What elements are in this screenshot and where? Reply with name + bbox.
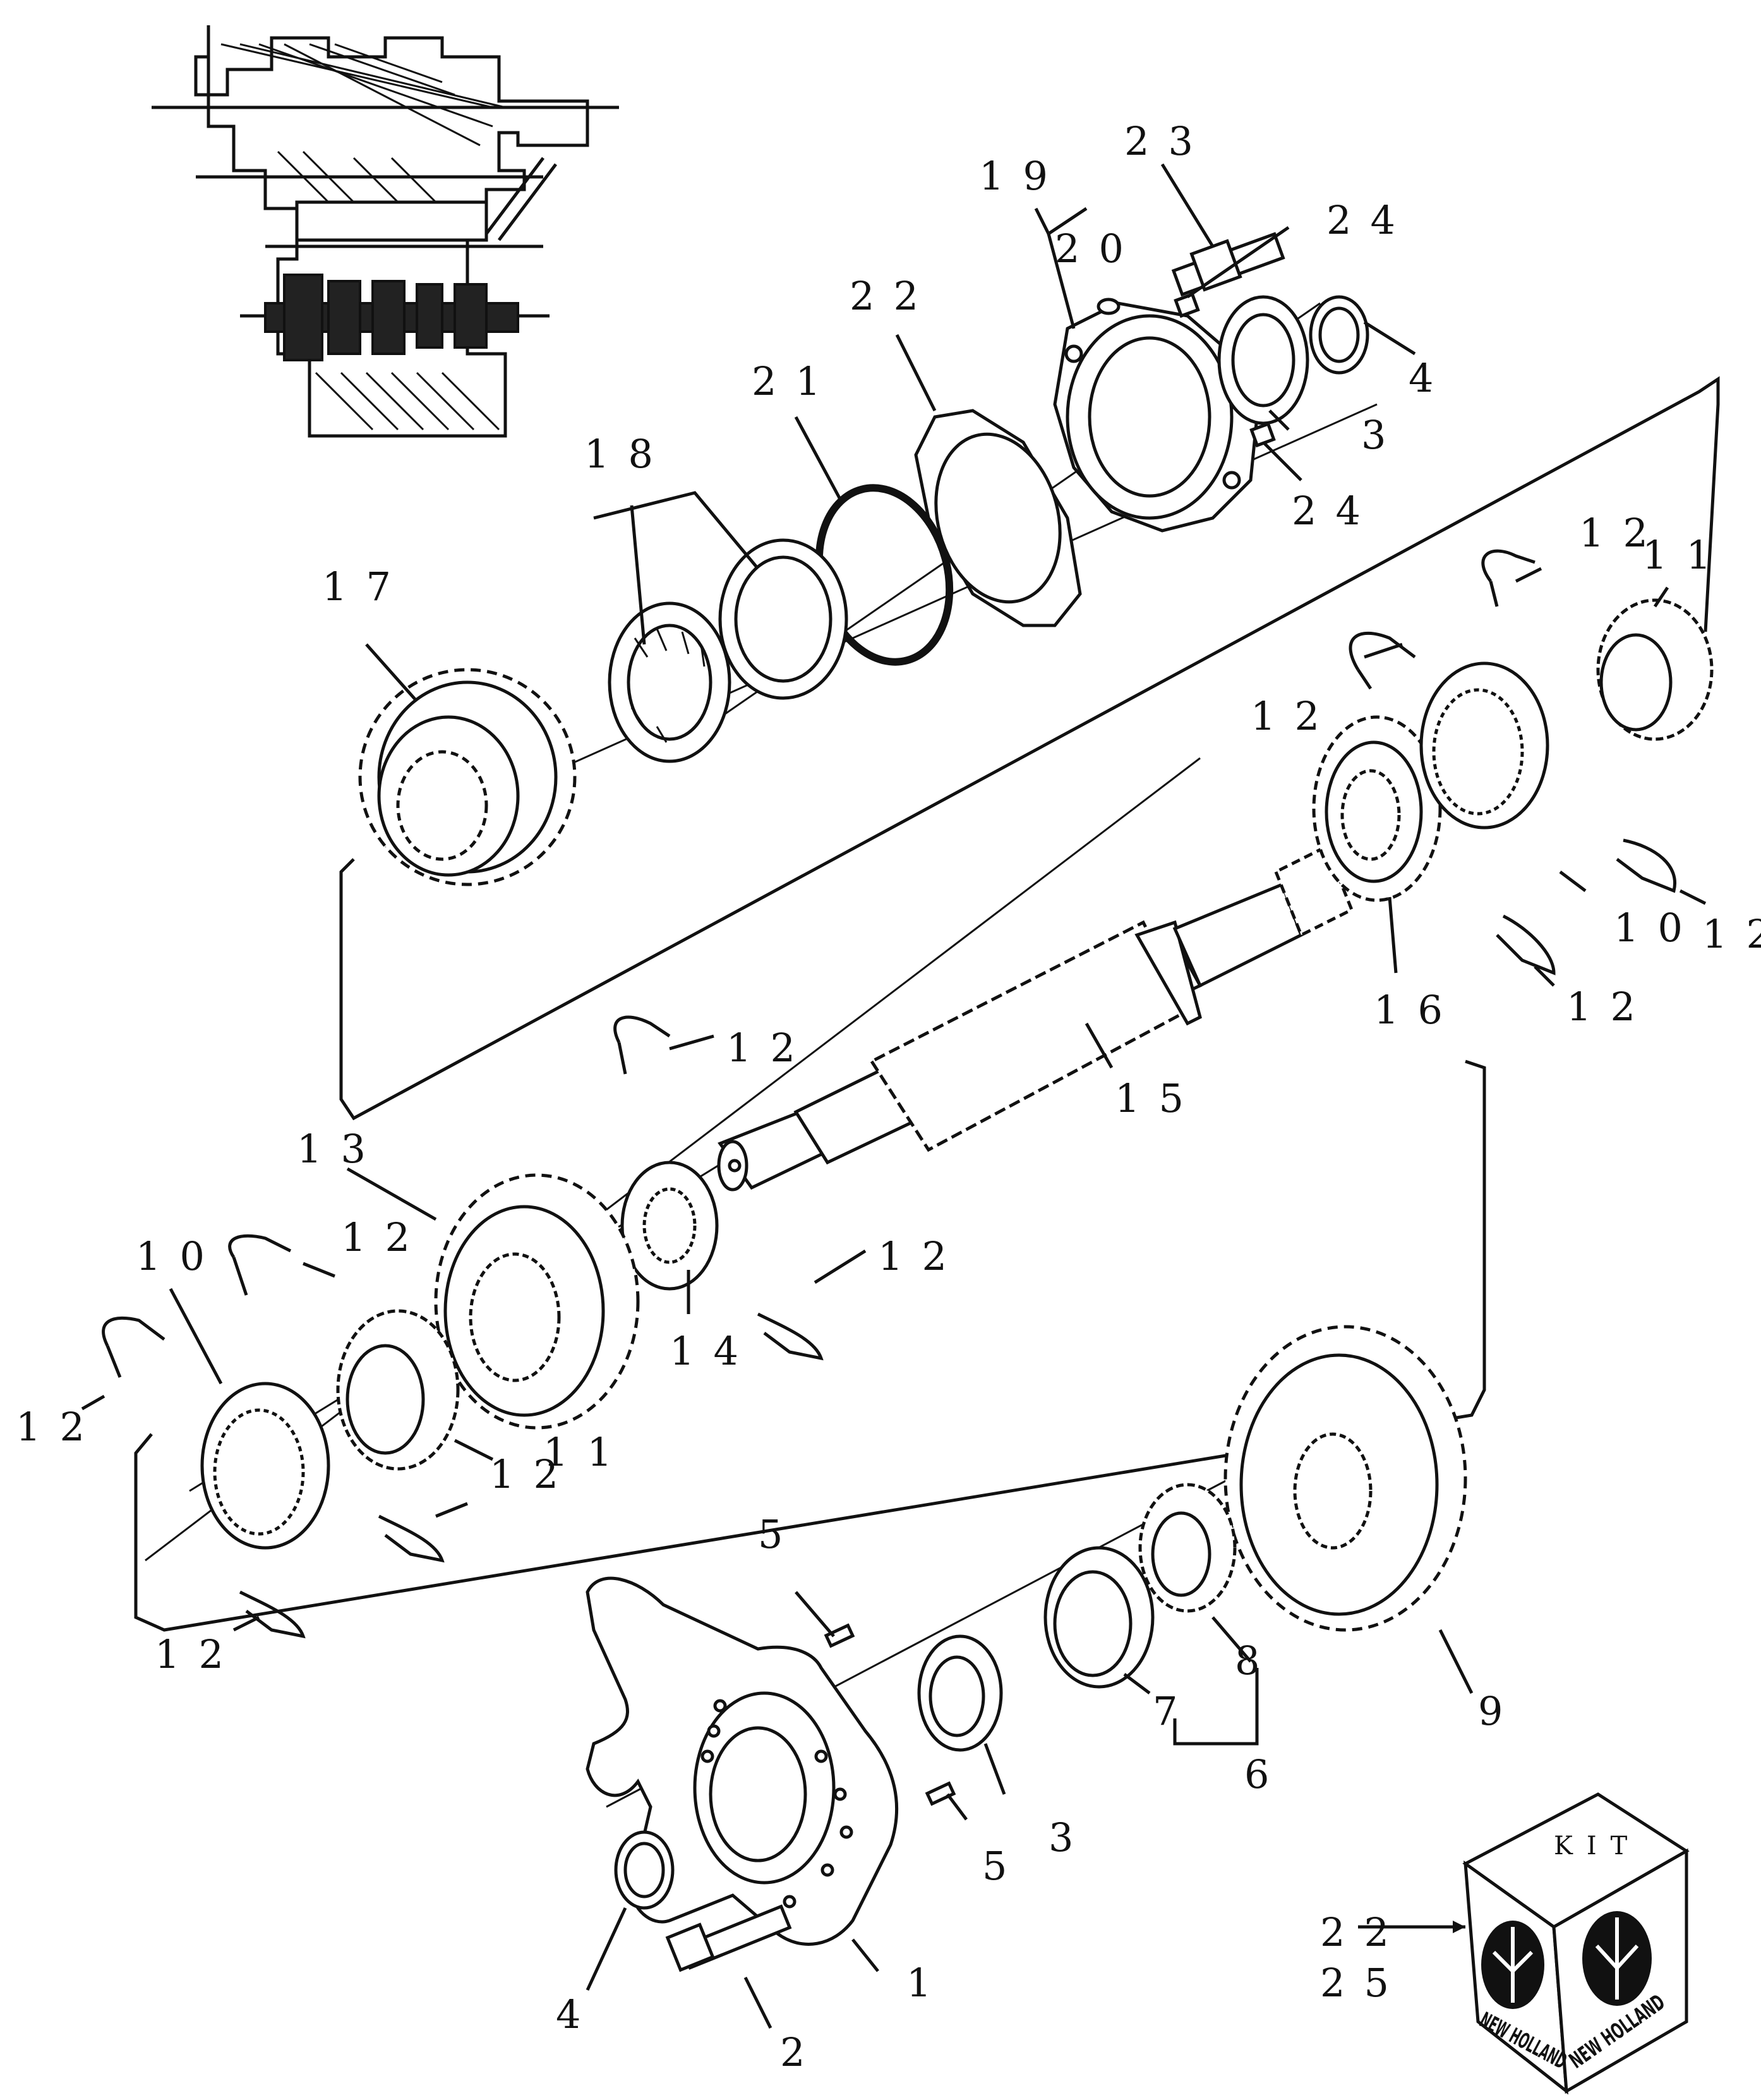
needle-bearing-11-upper (1596, 598, 1714, 741)
bearing-cover-19 (1053, 301, 1259, 533)
kit-cube: 22 25 KIT NEW HOLLAND NEW HOLLAND (1320, 1792, 1690, 2095)
callout-12-d: 12 (1566, 984, 1654, 1030)
clip-12-1 (1481, 549, 1536, 607)
main-shaft-15 (717, 844, 1354, 1192)
transmission-section-inset (152, 25, 619, 438)
needle-bearing-11-lower (336, 1309, 460, 1471)
callout-12-i: 12 (490, 1451, 577, 1497)
callout-3-upper: 3 (1361, 412, 1405, 458)
callout-12-h: 12 (16, 1404, 104, 1450)
leader-lines (81, 163, 1707, 2029)
callout-11-upper: 11 (1642, 532, 1730, 578)
seal-3-lower (917, 1634, 1003, 1752)
callout-labels: 1 2 3 3 4 4 5 5 6 7 8 9 10 10 11 11 12 1… (16, 118, 1761, 2075)
clip-12-2 (1349, 631, 1416, 690)
clip-12-7 (228, 1234, 292, 1296)
callout-14: 14 (670, 1328, 757, 1374)
gear-17 (358, 668, 577, 886)
callout-12-j: 12 (155, 1631, 243, 1677)
callout-3-lower: 3 (1049, 1814, 1092, 1861)
callout-10-lower: 10 (136, 1233, 224, 1279)
kit-arrow-head (1453, 1921, 1465, 1933)
callout-12-g: 12 (341, 1214, 429, 1260)
callout-1: 1 (906, 1960, 950, 2006)
callout-12-c: 12 (1702, 911, 1761, 957)
callout-5-lower: 5 (982, 1843, 1026, 1889)
callout-5-upper: 5 (758, 1511, 802, 1557)
callout-11-lower: 11 (543, 1429, 631, 1475)
callout-19: 19 (979, 153, 1067, 199)
callout-13: 13 (297, 1126, 385, 1172)
ring-4-lower (614, 1830, 675, 1910)
callout-22: 22 (850, 273, 937, 319)
bearing-18 (608, 538, 848, 763)
dowel-pin-5-upper (824, 1623, 855, 1648)
plug-24-lower (1249, 421, 1276, 448)
callout-7: 7 (1153, 1688, 1196, 1734)
callout-24-lower: 24 (1292, 488, 1379, 534)
gear-16 (1312, 715, 1442, 902)
clip-12-9 (378, 1514, 445, 1563)
callout-16: 16 (1374, 987, 1462, 1033)
callout-21: 21 (752, 358, 839, 404)
synchro-ring-10-lower (200, 1382, 330, 1550)
middle-assembly-loop (134, 1059, 1486, 1632)
callout-12-b: 12 (1251, 693, 1338, 739)
plug-24-upper (1174, 292, 1200, 318)
clip-12-8 (102, 1316, 165, 1378)
callout-2: 2 (780, 2029, 824, 2075)
shim-22 (914, 409, 1082, 627)
bearing-cone-8 (1138, 1483, 1237, 1613)
synchro-ring-10-upper (1419, 661, 1549, 830)
washer-20 (1097, 298, 1121, 315)
kit-item-25: 25 (1320, 1960, 1408, 2006)
kit-label: KIT (1554, 1831, 1641, 1861)
seal-3-upper (1217, 295, 1309, 425)
bearing-cup-7 (1043, 1546, 1155, 1689)
gear-9 (1223, 1325, 1467, 1632)
gear-13 (434, 1173, 640, 1430)
bolt-2 (665, 1904, 792, 1972)
clip-12-4 (1496, 914, 1556, 975)
callout-9: 9 (1478, 1688, 1522, 1734)
clip-12-6 (757, 1312, 824, 1361)
upper-assembly-loop (339, 376, 1720, 1121)
clip-12-5 (613, 1015, 671, 1075)
callout-24-upper: 24 (1326, 197, 1414, 243)
callout-12-e: 12 (726, 1025, 814, 1071)
callout-17: 17 (322, 564, 410, 610)
callout-8: 8 (1235, 1638, 1278, 1684)
callout-4-lower: 4 (556, 1991, 599, 2037)
callout-20: 20 (1055, 226, 1143, 272)
callout-23: 23 (1124, 118, 1212, 164)
clip-12-10 (239, 1590, 306, 1639)
new-holland-leaf-logo-left (1481, 1921, 1544, 2009)
clip-12-3 (1616, 838, 1676, 893)
callout-10-upper: 10 (1614, 905, 1702, 951)
callout-6: 6 (1244, 1751, 1288, 1797)
thrust-washer-14 (620, 1161, 719, 1291)
callout-12-f: 12 (878, 1233, 966, 1279)
callout-18: 18 (584, 431, 672, 477)
callout-12-a: 12 (1579, 510, 1667, 556)
kit-item-22: 22 (1320, 1909, 1408, 1955)
new-holland-leaf-logo-right (1582, 1911, 1652, 2006)
ring-4-upper (1309, 295, 1369, 375)
callout-4-upper: 4 (1409, 355, 1452, 401)
dowel-pin-5-lower (925, 1781, 956, 1806)
callout-15: 15 (1115, 1075, 1203, 1121)
